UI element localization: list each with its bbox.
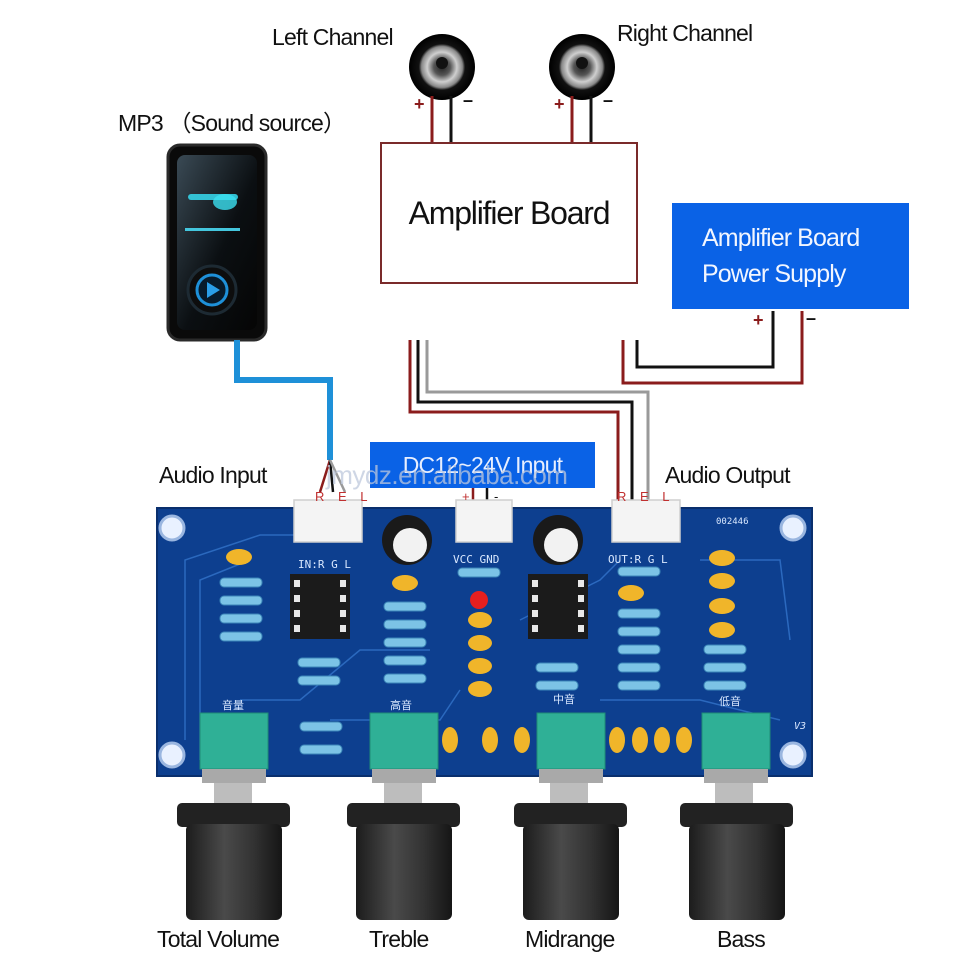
left-channel-label: Left Channel xyxy=(272,24,394,50)
output-connector xyxy=(611,499,681,543)
dc-input-label: DC12~24V Input xyxy=(402,451,563,478)
tone-control-pcb xyxy=(156,499,813,783)
left-plus-sign: + xyxy=(414,94,425,114)
power-supply-label-line2: Power Supply xyxy=(702,260,846,288)
audio-output-label: Audio Output xyxy=(665,462,790,488)
knob-treble-icon xyxy=(347,783,460,920)
psu-plus-sign: + xyxy=(753,310,764,330)
power-led xyxy=(470,591,488,609)
right-minus-sign: – xyxy=(603,90,614,110)
input-connector xyxy=(293,499,363,543)
knob-label-treble: Treble xyxy=(369,926,429,952)
knob-midrange-icon xyxy=(514,783,627,920)
pcb-in-label: IN:R G L xyxy=(298,558,351,571)
amplifier-board-box: Amplifier Board xyxy=(380,142,638,284)
psu-minus-sign: – xyxy=(806,308,817,328)
output-wire-right xyxy=(408,340,620,505)
mp3-source-label: MP3 （Sound source） xyxy=(118,110,346,136)
output-wire-left xyxy=(425,340,650,505)
audio-input-label: Audio Input xyxy=(159,462,267,488)
watermark: jmydz.en.alibaba.com xyxy=(326,460,568,490)
pcb-version: V3 xyxy=(794,721,806,732)
knob-label-bass: Bass xyxy=(717,926,766,952)
mounting-hole xyxy=(158,514,807,769)
resistor xyxy=(219,566,747,755)
knob-bass-icon xyxy=(680,783,793,920)
dc-minus-pin: - xyxy=(494,489,504,504)
pcb-pot-bass: 低音 xyxy=(719,694,741,708)
output-wire-ground xyxy=(416,340,634,505)
left-speaker-icon xyxy=(409,34,475,100)
potentiometer xyxy=(199,712,771,770)
dc-plus-pin: + xyxy=(462,489,475,504)
knob-label-volume: Total Volume xyxy=(157,926,280,952)
pcb-pot-volume: 音量 xyxy=(222,698,244,712)
power-supply-box: Amplifier Board Power Supply xyxy=(672,203,909,309)
left-minus-sign: – xyxy=(463,90,474,110)
pcb-pot-treble: 高音 xyxy=(390,698,412,712)
pcb-out-label: OUT:R G L xyxy=(608,553,668,566)
amplifier-board-label: Amplifier Board xyxy=(408,194,611,231)
pcb-power-label: VCC GND xyxy=(453,553,499,566)
mp3-player-icon xyxy=(166,143,268,342)
psu-plus-wire xyxy=(635,311,775,369)
knob-volume-icon xyxy=(177,783,290,920)
electrolytic-capacitor xyxy=(382,515,583,565)
right-plus-sign: + xyxy=(554,94,565,114)
pcb-board-code: 002446 xyxy=(716,517,749,527)
knob-label-midrange: Midrange xyxy=(525,926,615,952)
dc-input-box: DC12~24V Input xyxy=(370,442,595,488)
audio-output-pins: R E L xyxy=(617,489,675,504)
op-amp-chip xyxy=(290,574,588,639)
ceramic-capacitor xyxy=(226,549,735,753)
psu-minus-wire xyxy=(621,311,804,385)
audio-input-pins: R E L xyxy=(315,489,373,504)
power-supply-label-line1: Amplifier Board xyxy=(702,224,860,252)
right-channel-label: Right Channel xyxy=(617,20,753,46)
right-speaker-icon xyxy=(549,34,615,100)
audio-input-cable xyxy=(234,340,333,460)
pcb-pot-mid: 中音 xyxy=(553,692,575,706)
power-connector xyxy=(455,499,513,543)
